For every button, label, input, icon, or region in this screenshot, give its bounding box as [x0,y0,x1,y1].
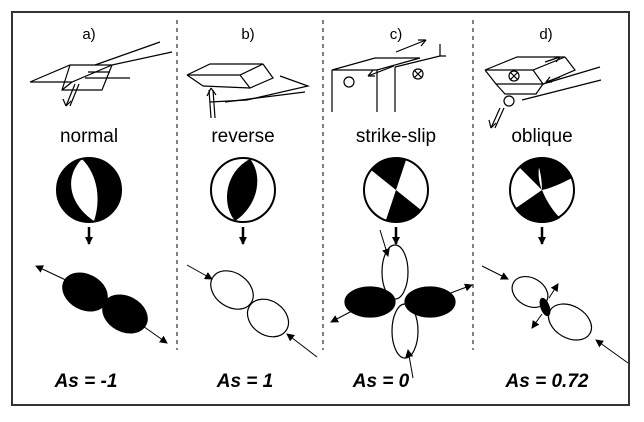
beachball-oblique [509,157,575,223]
as-value-reverse: As = 1 [216,371,274,392]
fault-block-strike-slip [331,39,446,112]
panel-letter-d: d) [539,26,553,43]
fault-type-label-normal: normal [59,126,119,147]
fault-block-normal [29,41,173,107]
beachball-strike-slip [363,157,429,223]
as-value-strike-slip: As = 0 [352,371,410,392]
panel-letter-a: a) [82,26,96,43]
as-value-normal: As = -1 [54,371,118,392]
fault-type-label-reverse: reverse [211,126,275,147]
figure-frame [11,11,630,406]
fault-block-oblique [484,56,602,129]
beachball-normal [56,157,122,223]
radiation-pattern-oblique [481,265,629,364]
panel-letter-c: c) [389,26,403,43]
radiation-pattern-reverse [186,264,318,358]
fault-block-reverse [186,63,311,119]
fault-type-label-strike-slip: strike-slip [355,126,437,147]
fault-type-label-oblique: oblique [511,126,573,147]
as-value-oblique: As = 0.72 [505,371,589,392]
radiation-pattern-normal [35,265,168,344]
panel-letter-b: b) [241,26,255,43]
radiation-pattern-strike-slip [330,229,473,379]
beachball-reverse [210,157,276,223]
panel-separators [176,20,474,350]
